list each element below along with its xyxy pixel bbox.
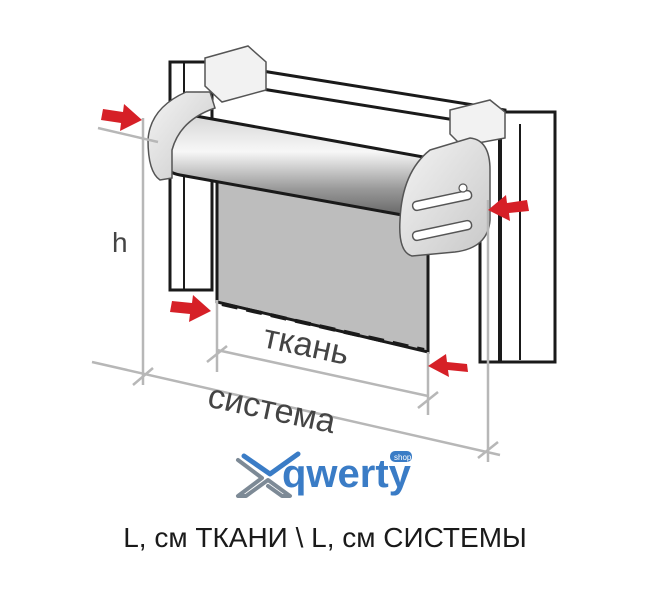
qwerty-shop-badge: shop <box>394 453 412 462</box>
fabric-dimension-line <box>216 348 429 398</box>
caption-text: L, см ТКАНИ \ L, см СИСТЕМЫ <box>123 522 527 553</box>
pointer-arrows <box>101 104 529 377</box>
system-dimension-line <box>91 360 501 457</box>
qwerty-watermark: qwerty shop <box>236 451 412 498</box>
system-label: система <box>205 377 340 441</box>
roller-blind-diagram: h ткань система qwerty shop <box>91 45 557 498</box>
left-end-cap <box>147 91 216 181</box>
window-frame <box>168 45 557 364</box>
qwerty-x-logo-icon <box>236 451 301 498</box>
arrow-fabric-left <box>170 295 211 322</box>
right-end-cap <box>399 137 491 257</box>
arrow-top-left <box>101 104 142 131</box>
height-label: h <box>112 227 128 258</box>
qwerty-brand-text: qwerty <box>282 452 412 496</box>
arrow-fabric-right <box>428 354 468 377</box>
dimension-lines <box>91 118 501 462</box>
arrow-right-cap <box>488 195 529 221</box>
